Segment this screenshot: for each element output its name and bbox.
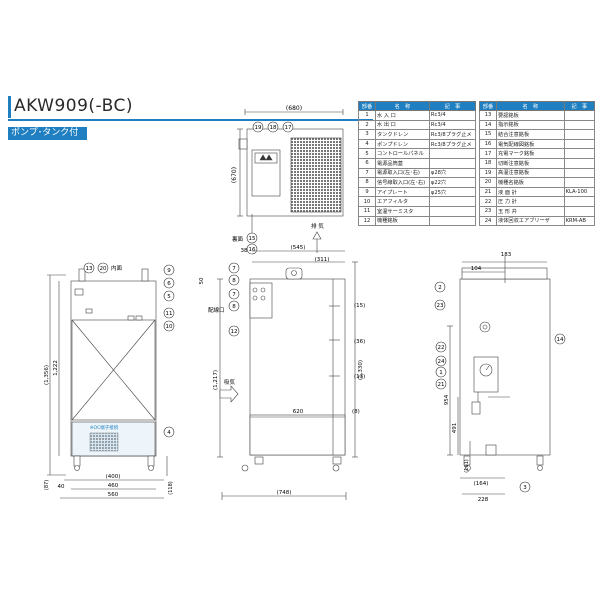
oc-terminal-label: ※OC端子接続 [90, 424, 119, 431]
top-callouts: 19 18 17 15 16 [246, 121, 294, 255]
rear-bottom-164: (164) [474, 481, 489, 487]
callout-5: 5 [167, 294, 171, 300]
callout-1: 1 [439, 370, 443, 376]
callout-11: 11 [166, 311, 173, 317]
front-width-560: 560 [108, 492, 119, 498]
callout-16: 16 [249, 247, 256, 253]
part-number: 24 [479, 215, 497, 227]
rear-height-491: 491 [452, 423, 458, 434]
front-callouts: 13 20 9 6 5 11 10 4 [83, 262, 175, 438]
exhaust-label: 排 気 [311, 222, 324, 230]
side-inner-13: (13) [354, 374, 365, 380]
callout-7b: 7 [232, 292, 236, 298]
part-note [428, 215, 477, 227]
wiring-port-label: 配線口 [208, 306, 225, 314]
callout-12: 12 [231, 329, 238, 335]
model-title: AKW909(-BC) [14, 96, 133, 116]
callout-23: 23 [437, 303, 444, 309]
front-view [47, 268, 168, 499]
side-inner-36: (36) [354, 339, 365, 345]
callout-4: 4 [167, 430, 171, 436]
rear-callouts: 2 23 14 22 24 1 21 3 [434, 281, 566, 493]
side-height-1330: (1,330) [358, 360, 364, 380]
callout-10: 10 [166, 324, 173, 330]
side-callouts: 7 8 7 8 12 [228, 262, 240, 337]
front-bottom-118: (118) [168, 481, 174, 494]
rear-bottom-228: 228 [478, 497, 489, 503]
intake-label: 吸気 [224, 378, 236, 386]
part-number: 12 [358, 215, 376, 227]
inner-label: 内面 [111, 264, 123, 272]
side-height-1217: (1,217) [213, 370, 219, 390]
side-offset-50: 50 [199, 277, 205, 284]
top-depth-dim: (670) [231, 167, 238, 183]
back-label: 裏面 [232, 235, 244, 243]
callout-9: 9 [167, 268, 171, 274]
side-offset-38: 38 [241, 248, 248, 254]
rear-height-954: 954 [444, 394, 450, 405]
col-header-no: 部番 [358, 101, 376, 111]
top-view [237, 109, 344, 233]
side-depth-311: (311) [315, 257, 330, 263]
rear-top-183: 183 [501, 252, 512, 258]
callout-8b: 8 [232, 304, 236, 310]
side-depth-545: (545) [291, 245, 306, 251]
side-inner-15: (15) [354, 303, 365, 309]
callout-19: 19 [255, 125, 262, 131]
side-width-620: 620 [293, 409, 304, 415]
side-overall-748: (748) [277, 490, 292, 496]
callout-24: 24 [438, 359, 445, 365]
title-accent-bar [8, 96, 11, 118]
col-header-note: 記 事 [428, 101, 477, 111]
front-height: 1,222 [53, 360, 59, 376]
title-underline [8, 119, 373, 121]
front-width-460: 460 [108, 483, 119, 489]
callout-22: 22 [438, 345, 445, 351]
callout-13: 13 [86, 266, 93, 272]
callout-20: 20 [100, 266, 107, 272]
part-note: KRM-AB [563, 215, 596, 227]
callout-7a: 7 [232, 266, 236, 272]
rear-top-104: 104 [471, 266, 482, 272]
rear-view [447, 256, 551, 495]
rear-height-161: (161) [464, 459, 470, 472]
col-header-note: 記 事 [563, 101, 596, 111]
front-left-offset: 40 [58, 484, 65, 490]
callout-21: 21 [438, 382, 445, 388]
side-inner-8: (8) [352, 409, 360, 415]
side-view [217, 231, 358, 500]
top-width-dim: (680) [286, 105, 302, 112]
col-header-no: 部番 [479, 101, 497, 111]
variant-badge: ポンプ･タンク付 [8, 127, 87, 140]
callout-17: 17 [285, 125, 292, 131]
callout-2: 2 [438, 285, 442, 291]
front-bottom-87: (87) [44, 480, 50, 490]
front-overall-height: (1,356) [44, 365, 50, 385]
callout-18: 18 [270, 125, 277, 131]
callout-6: 6 [167, 281, 171, 287]
front-width-400: (400) [106, 474, 121, 480]
callout-3: 3 [523, 485, 527, 491]
callout-15: 15 [249, 236, 256, 242]
callout-14: 14 [557, 337, 564, 343]
callout-8a: 8 [232, 278, 236, 284]
